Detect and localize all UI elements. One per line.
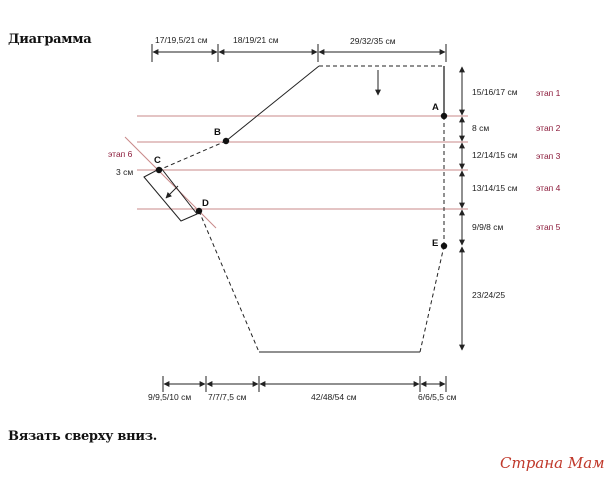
garment-outline bbox=[143, 65, 445, 353]
right-dim-1: 15/16/17 см bbox=[472, 87, 518, 97]
stage-label-2: этап 2 bbox=[536, 123, 561, 133]
bottom-dim-4: 6/6/5,5 см bbox=[418, 392, 457, 402]
sleeve-arrow-shaft bbox=[165, 185, 179, 199]
top-dim-2: 18/19/21 см bbox=[233, 35, 279, 45]
right-dim-3: 12/14/15 см bbox=[472, 150, 518, 160]
point-a bbox=[440, 112, 448, 120]
right-dim-5: 9/9/8 см bbox=[472, 222, 504, 232]
point-b bbox=[222, 137, 230, 145]
left-side-dashed bbox=[198, 210, 260, 353]
right-dim-2: 8 см bbox=[472, 123, 489, 133]
bottom-dim-3: 42/48/54 см bbox=[311, 392, 357, 402]
label-e: E bbox=[432, 238, 438, 249]
top-dim-1: 17/19,5/21 см bbox=[155, 35, 208, 45]
side-dim-3cm: 3 см bbox=[116, 167, 133, 177]
bottom-dim-2: 7/7/7,5 см bbox=[208, 392, 247, 402]
top-dim-3: 29/32/35 см bbox=[350, 36, 396, 46]
right-side-dashed bbox=[419, 245, 445, 353]
stage-label-1: этап 1 bbox=[536, 88, 561, 98]
stage-line-6 bbox=[124, 136, 217, 229]
label-c: C bbox=[154, 155, 161, 166]
diagram-title: Диаграмма bbox=[8, 32, 92, 47]
label-d: D bbox=[202, 198, 209, 209]
point-e bbox=[440, 242, 448, 250]
stage-lines bbox=[124, 115, 468, 229]
point-d bbox=[195, 207, 203, 215]
point-c bbox=[155, 166, 163, 174]
site-logo: Страна Мам bbox=[500, 454, 605, 472]
stage-label-3: этап 3 bbox=[536, 151, 561, 161]
stage-label-5: этап 5 bbox=[536, 222, 561, 232]
top-dimensions bbox=[151, 44, 447, 62]
shoulder-line bbox=[225, 65, 320, 142]
right-dim-6: 23/24/25 bbox=[472, 290, 505, 300]
label-a: A bbox=[432, 102, 439, 113]
bottom-dim-1: 9/9,5/10 см bbox=[148, 392, 191, 402]
bc-dashed bbox=[158, 140, 227, 171]
label-b: B bbox=[214, 127, 221, 138]
points bbox=[155, 112, 448, 250]
knit-direction-note: Вязать сверху вниз. bbox=[8, 429, 157, 444]
stage-label-4: этап 4 bbox=[536, 183, 561, 193]
sleeve-rect bbox=[143, 167, 198, 222]
stage-label-6: этап 6 bbox=[108, 149, 133, 159]
bottom-dimensions bbox=[162, 376, 447, 392]
right-dim-4: 13/14/15 см bbox=[472, 183, 518, 193]
